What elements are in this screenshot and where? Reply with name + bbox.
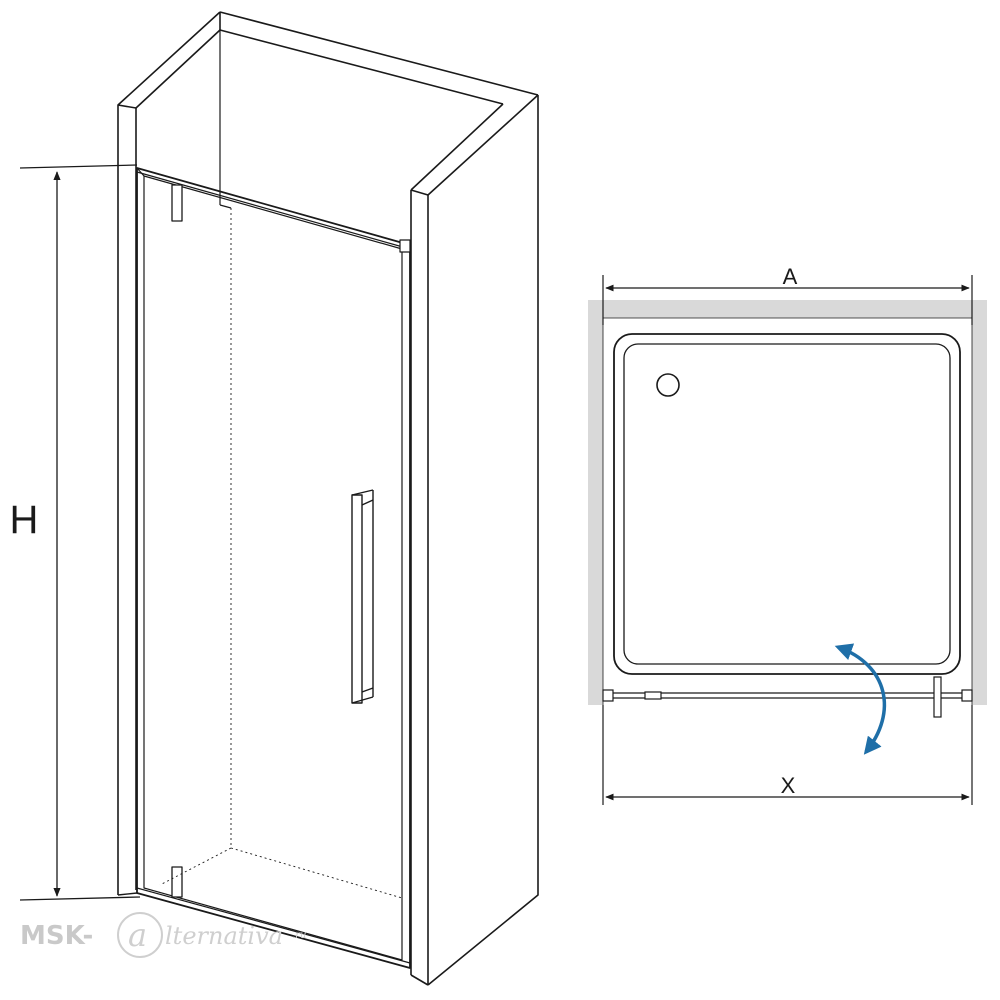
watermark-script: lternativa	[165, 922, 283, 950]
swing-arrow-icon	[834, 643, 887, 755]
at-sign-glyph: a	[128, 916, 147, 954]
shower-tray	[613, 333, 961, 675]
plan-view: A X	[588, 264, 987, 805]
drain-icon	[656, 373, 680, 397]
door-panel	[136, 167, 411, 969]
width-a-dimension	[602, 275, 973, 325]
right-wall	[410, 94, 539, 986]
plan-back-wall	[588, 300, 972, 318]
bottom-hinge	[171, 866, 183, 898]
door-handle	[351, 489, 374, 704]
width-x-dimension	[602, 705, 973, 805]
watermark-brand: MSK-	[20, 921, 93, 951]
left-wall	[117, 11, 221, 895]
plan-right-wall	[972, 300, 987, 705]
height-label: H	[10, 498, 39, 542]
isometric-view	[117, 11, 539, 986]
width-x-label: X	[781, 773, 796, 798]
watermark-suffix: .ru	[292, 930, 306, 941]
at-sign-icon	[117, 912, 163, 958]
shower-tray-inner	[623, 343, 951, 665]
top-hinge	[171, 184, 183, 222]
plan-door	[602, 676, 973, 718]
height-dimension	[19, 164, 141, 901]
back-wall	[135, 11, 539, 209]
width-a-label: A	[783, 264, 798, 289]
plan-left-wall	[588, 300, 603, 705]
watermark-logo: MSK- a lternativa .ru	[20, 912, 306, 958]
hidden-lines	[159, 208, 403, 899]
